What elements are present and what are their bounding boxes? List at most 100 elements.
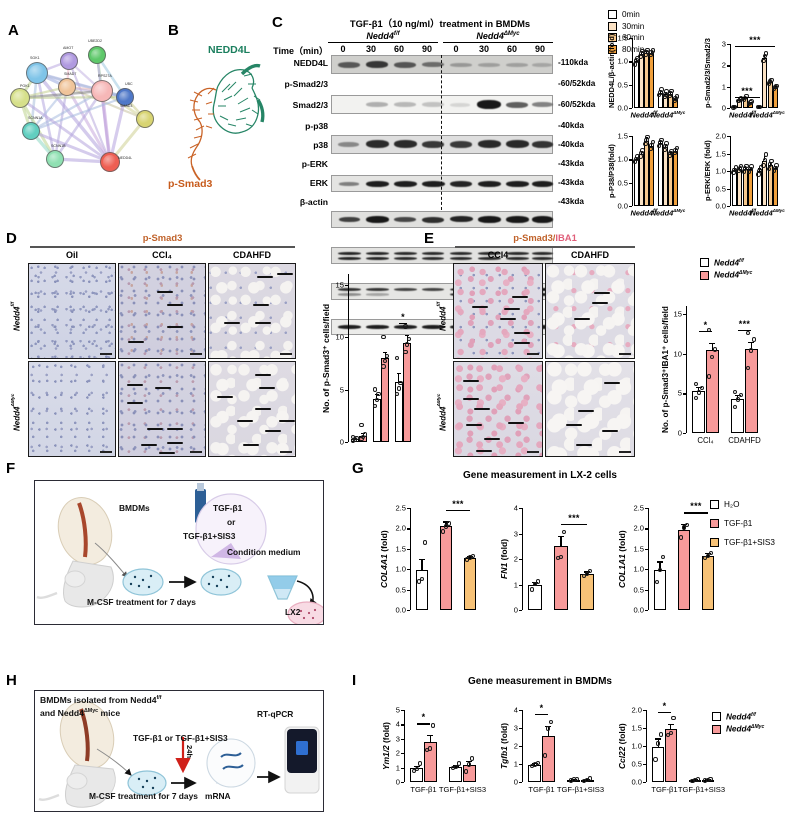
- y-tick-label: 0.5: [715, 184, 726, 193]
- data-point: [446, 521, 451, 526]
- blot-row-label: β-actin: [299, 197, 328, 207]
- blot-kda-label: -40kda: [558, 121, 584, 130]
- panel-d-row-label-dmyc: Nedd4ΔMyc: [11, 393, 22, 431]
- y-tick-label: 3: [513, 529, 518, 538]
- y-tick-label: 0.0: [617, 201, 628, 211]
- panel-letter-d: D: [6, 230, 17, 247]
- data-point: [587, 569, 593, 574]
- micrograph-e-dmyc-cdahfd: [545, 361, 635, 457]
- data-point: [403, 349, 408, 354]
- panel-letter-g: G: [352, 460, 364, 477]
- genotype-left-name: Nedd4: [366, 31, 394, 41]
- blot-genotype-right: Nedd4ΔMyc: [443, 31, 553, 41]
- data-point: [705, 553, 711, 558]
- panel-i-legend: Nedd4f/f Nedd4ΔMyc: [712, 712, 764, 736]
- bar: [554, 545, 568, 610]
- data-point: [381, 364, 386, 369]
- data-point: [668, 730, 674, 736]
- data-point: [406, 336, 412, 342]
- bar: [731, 398, 745, 433]
- structure-label-nedd4l: NEDD4L: [208, 44, 251, 56]
- micrograph-d-ff-ccl4: [118, 263, 206, 359]
- data-point: [422, 540, 427, 545]
- panel-e-stain-label: p-Smad3/IBA1: [455, 232, 635, 243]
- data-point: [546, 726, 551, 731]
- data-point: [467, 762, 472, 767]
- network-node-rps27a: [91, 80, 113, 102]
- scale-bar: [100, 451, 112, 453]
- scale-bar: [190, 353, 202, 355]
- data-point: [679, 535, 684, 540]
- panel-letter-i: I: [352, 672, 357, 689]
- blot-kda-label: -60/52kda: [558, 79, 596, 88]
- data-point: [532, 581, 538, 587]
- panel-g-legend: H₂O TGF-β1 TGF-β1+SIS3: [710, 500, 775, 550]
- data-point: [419, 576, 425, 582]
- y-tick-label: 1.0: [395, 564, 406, 574]
- data-point: [707, 374, 712, 379]
- panel-h-schematic: BMDMs isolated from Nedd4f/f and Nedd4ΔM…: [34, 690, 324, 812]
- legend-label: 30min: [622, 21, 645, 31]
- scale-bar: [619, 353, 631, 355]
- data-point: [657, 567, 663, 573]
- scale-bar: [190, 451, 202, 453]
- network-node-label: NEDD4L: [118, 156, 133, 160]
- network-node-label: SCNN1B: [51, 144, 66, 148]
- stain-psmad3: p-Smad3/: [513, 232, 556, 243]
- network-node-smad7: [58, 78, 76, 96]
- data-point: [640, 48, 645, 54]
- blot-kda-label: -43kda: [558, 178, 584, 187]
- y-tick-label: 2.5: [395, 503, 406, 513]
- y-tick-label: 1.0: [617, 56, 628, 66]
- x-category-label: CCl₄: [697, 436, 714, 445]
- data-point: [394, 355, 400, 361]
- data-point: [350, 434, 356, 439]
- y-tick-label: 2.0: [633, 523, 644, 533]
- data-point: [762, 157, 768, 162]
- y-axis-label: No. of p-Smad3⁺IBA1⁺ cells/field: [661, 306, 670, 433]
- data-point: [669, 89, 674, 94]
- data-point: [414, 766, 419, 772]
- data-point: [535, 760, 540, 766]
- data-point: [441, 529, 446, 534]
- network-node-amot: [60, 52, 78, 70]
- data-point: [394, 391, 400, 396]
- panel-d-column-header-ccl4: CCl₄: [152, 250, 172, 260]
- data-point: [574, 776, 579, 781]
- y-tick-label: 5: [395, 705, 400, 715]
- blot-row-smad23: [331, 135, 553, 154]
- panel-f-schematic: BMDMs TGF-β1 or TGF-β1+SIS3 Condition me…: [34, 480, 324, 625]
- x-group-label: Nedd4ΔMyc: [650, 110, 686, 120]
- structure-ribbon: [187, 63, 265, 181]
- y-tick-label: 3: [395, 734, 400, 744]
- y-tick-label: 2: [721, 60, 726, 70]
- data-point: [749, 164, 754, 169]
- significance-marker: ***: [568, 512, 580, 523]
- blot-kda-label: -43kda: [558, 159, 584, 168]
- blot-row-perk: [331, 247, 553, 264]
- y-tick-label: 1.0: [631, 741, 642, 751]
- data-point: [693, 395, 698, 401]
- panel-e-header-rule: [455, 246, 635, 248]
- bar: [649, 52, 655, 108]
- significance-marker: ***: [738, 318, 751, 329]
- y-tick-label: 1: [395, 763, 400, 773]
- panel-g-title: Gene measurement in LX-2 cells: [463, 470, 617, 481]
- panel-d-column-header-cdahfd: CDAHFD: [233, 250, 271, 260]
- schematic-h-label-line2: and Nedd4ΔMyc mice: [40, 708, 120, 718]
- y-tick-label: 5: [339, 385, 344, 394]
- legend-swatch-dmyc: [712, 724, 721, 734]
- network-node-nedd4l: [100, 152, 120, 172]
- bar: [705, 350, 719, 433]
- y-tick-label: 4: [395, 719, 400, 729]
- blot-time-label: Time（min）: [273, 46, 328, 56]
- panel-d-stain-label: p-Smad3: [142, 232, 183, 243]
- data-point: [746, 365, 751, 371]
- y-axis-label: FN1 (fold): [499, 538, 509, 580]
- data-point: [757, 104, 762, 109]
- y-tick-label: 0: [339, 437, 344, 447]
